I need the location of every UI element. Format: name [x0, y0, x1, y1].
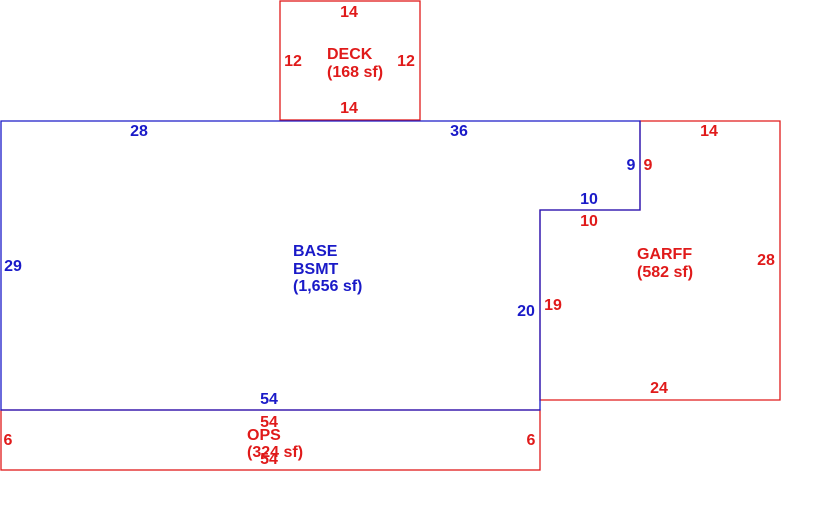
- base-area: 28 36 9 10 29 BASE BSMT (1,656 sf) 20 54: [0, 120, 641, 411]
- deck-top-dimension: 14: [340, 4, 358, 21]
- deck-area: 14 12 12 DECK (168 sf) 14: [279, 0, 421, 121]
- base-top-left-dimension: 28: [130, 123, 148, 140]
- ops-bottom-dimension: 54: [260, 451, 278, 468]
- garage-area: 14 9 10 GARFF (582 sf) 28 19 24: [539, 120, 781, 401]
- deck-outline: [279, 0, 421, 121]
- base-outline: [0, 120, 641, 411]
- deck-bottom-dimension: 14: [340, 100, 358, 117]
- ops-left-dimension: 6: [4, 432, 13, 449]
- base-area-label: (1,656 sf): [293, 278, 362, 295]
- base-top-right-dimension: 36: [450, 123, 468, 140]
- base-notch-horizontal-dimension: 10: [580, 191, 598, 208]
- deck-label: DECK: [327, 46, 373, 63]
- base-label-line2: BSMT: [293, 261, 339, 278]
- base-left-dimension: 29: [4, 258, 22, 275]
- garage-left-dimension: 19: [544, 297, 562, 314]
- garage-bottom-dimension: 24: [650, 380, 668, 397]
- ops-right-dimension: 6: [527, 432, 536, 449]
- garage-notch-vertical-dimension: 9: [644, 157, 653, 174]
- ops-label: OPS: [247, 427, 281, 444]
- garage-area-label: (582 sf): [637, 264, 693, 281]
- base-inner-right-dimension: 20: [517, 303, 535, 320]
- garage-notch-horizontal-dimension: 10: [580, 213, 598, 230]
- ops-area: 54 6 6 54 OPS (324 sf): [0, 409, 541, 471]
- ops-top-dimension: 54: [260, 414, 278, 431]
- deck-area-label: (168 sf): [327, 64, 383, 81]
- base-notch-vertical-dimension: 9: [627, 157, 636, 174]
- deck-left-dimension: 12: [284, 53, 302, 70]
- garage-right-dimension: 28: [757, 252, 775, 269]
- ops-area-label: (324 sf): [247, 444, 303, 461]
- garage-top-dimension: 14: [700, 123, 718, 140]
- deck-right-dimension: 12: [397, 53, 415, 70]
- garage-label: GARFF: [637, 246, 692, 263]
- base-bottom-dimension: 54: [260, 391, 278, 408]
- base-label-line1: BASE: [293, 243, 338, 260]
